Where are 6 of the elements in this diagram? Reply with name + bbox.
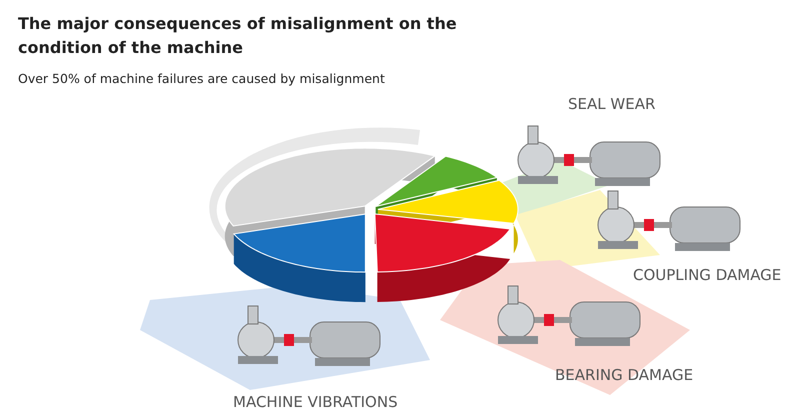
segment-label: BEARING DAMAGE [555, 366, 694, 384]
segment-label: COUPLING DAMAGE [633, 266, 782, 284]
subtitle: Over 50% of machine failures are caused by misalignment [18, 71, 385, 86]
segment-label: MACHINE VIBRATIONS [233, 393, 398, 411]
segment-label: SEAL WEAR [568, 95, 656, 113]
title: The major consequences of misalignment on the condition of the machine [18, 13, 458, 59]
